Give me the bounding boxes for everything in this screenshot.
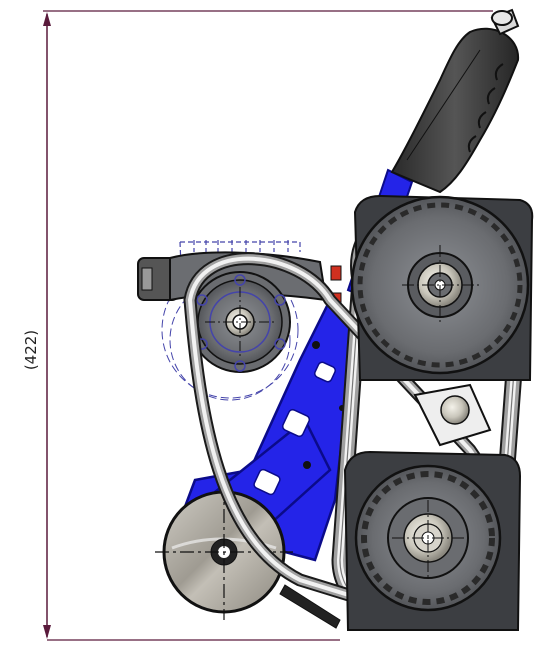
dimension-line: (422) [22,10,493,641]
dimension-label: (422) [22,330,40,370]
arrow-up-icon [43,12,51,26]
tensioner-arm [413,383,492,447]
drum-roller-icon [155,484,341,629]
top-pulley [350,194,534,381]
arrow-down-icon [43,625,51,639]
large-gear-pulley-icon [357,202,523,368]
large-gear-pulley-icon [361,471,495,605]
bottom-pulley [343,450,522,631]
